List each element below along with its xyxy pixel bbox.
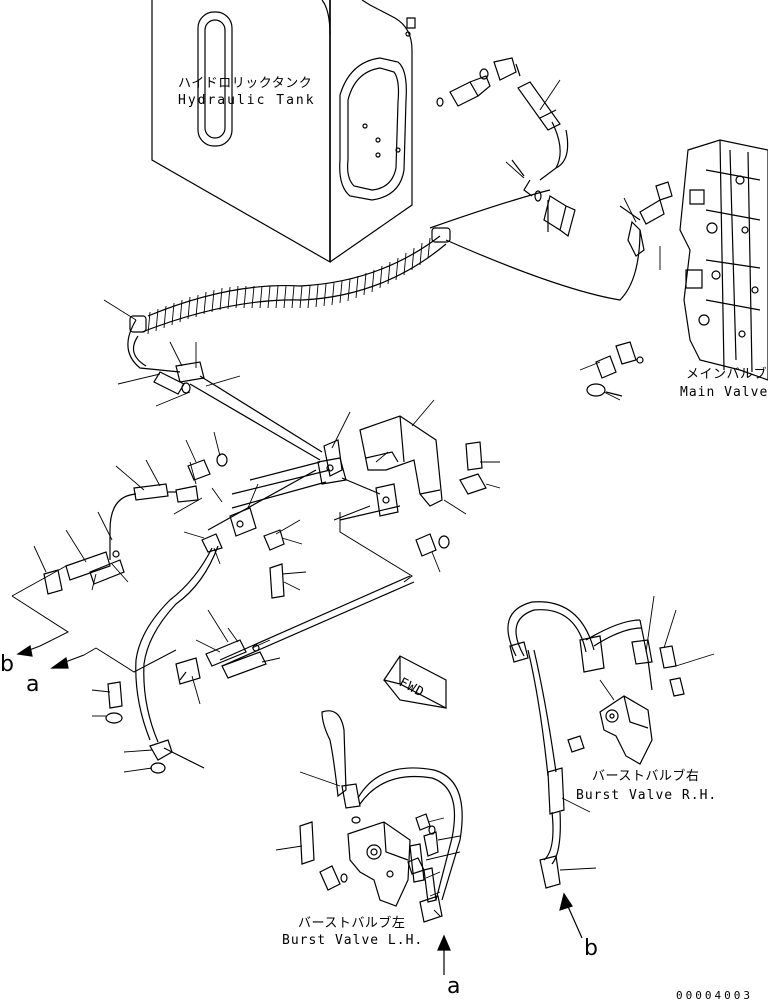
- main-valve-label-en: Main Valve: [680, 385, 768, 400]
- left-hoses: [110, 492, 414, 768]
- burst-valve-lh-label-jp: バーストバルブ左: [298, 916, 406, 931]
- fwd-arrow-icon: [384, 656, 446, 708]
- pointer-arrow-left-a: [52, 655, 84, 668]
- drawing-code: 00004003: [676, 989, 753, 1002]
- hydraulic-tank: [152, 0, 415, 262]
- hose-spiral-wrap: [148, 238, 430, 334]
- tank-return-fittings: [437, 58, 560, 196]
- burst-valve-rh-leaders: [560, 596, 714, 870]
- burst-valve-rh: [508, 602, 684, 888]
- hydraulic-tank-label-jp: ハイドロリックタンク: [178, 76, 313, 91]
- reference-letter-b-bottom: b: [584, 936, 598, 961]
- burst-valve-lh-leaders: [276, 772, 460, 916]
- pointer-arrow-left-b: [18, 646, 40, 656]
- burst-valve-lh-label-en: Burst Valve L.H.: [282, 933, 424, 948]
- reference-letter-a-bottom: a: [447, 974, 461, 999]
- pointer-arrow-b: [560, 894, 582, 938]
- burst-valve-rh-label-en: Burst Valve R.H.: [576, 788, 718, 803]
- cut-lines: [12, 506, 412, 672]
- left-fittings: [44, 362, 284, 773]
- leader-lines: [34, 80, 660, 772]
- hose-band-clamps: [130, 228, 450, 332]
- pointer-arrow-a: [438, 936, 450, 975]
- reference-letter-b-left: b: [0, 652, 14, 677]
- main-valve: [680, 140, 768, 380]
- bracket-bolts: [188, 442, 486, 556]
- reference-letter-a-left: a: [26, 672, 40, 697]
- hydraulic-tank-label-en: Hydraulic Tank: [178, 93, 316, 108]
- burst-valve-rh-label-jp: バーストバルブ右: [592, 769, 700, 784]
- burst-valve-lh: [300, 711, 462, 922]
- center-bracket: [232, 416, 442, 520]
- main-valve-label-jp: メインバルブ: [686, 367, 768, 382]
- clamp-bolt-set: [535, 191, 575, 236]
- main-valve-fittings: [587, 182, 672, 396]
